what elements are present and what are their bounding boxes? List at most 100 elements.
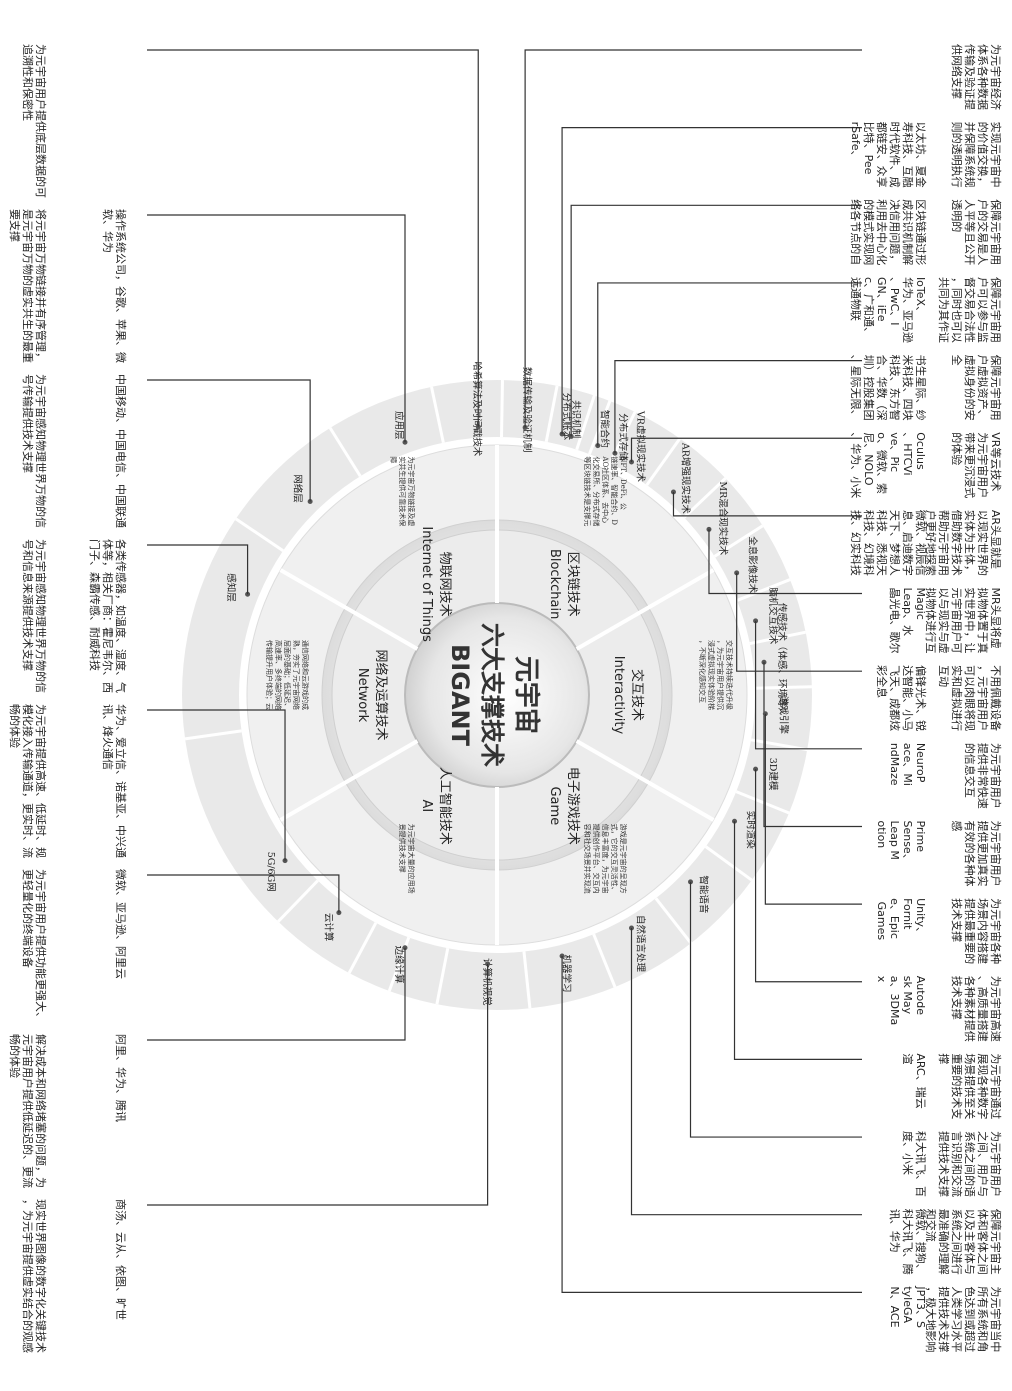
- category-interactivity-desc-line: 交互技术持续迭代升级: [725, 640, 734, 710]
- item-desc: 为元宇宙各种场景内容搭建提供最重要的技术支撑: [950, 898, 1003, 964]
- leader-line: [147, 874, 340, 913]
- center-title: 元宇宙 六大支撑技术 BIGANT: [446, 623, 542, 767]
- item-companies-line: 操作系统公司，谷歌、苹果、微: [114, 209, 128, 363]
- item-companies-line: 合、华数（深: [875, 355, 889, 421]
- item-desc-line: 共同为其作证: [937, 277, 950, 343]
- item-desc-line: 和交流: [924, 1209, 938, 1242]
- category-blockchain-desc-line: 等区块链技术是支撑元: [583, 456, 592, 526]
- item-companies-line: a、3DMa: [888, 976, 901, 1025]
- item-desc-line: 实和虚拟进行: [950, 665, 964, 731]
- item-desc-line: 人类学习水平: [950, 1286, 964, 1352]
- item-companies-line: x: [875, 976, 888, 983]
- category-game-desc-line: 游戏是元宇宙的呈现方: [619, 824, 628, 894]
- category-blockchain-cn: 区块链技术: [565, 552, 580, 617]
- item-desc-line: 技术支撑: [950, 898, 964, 942]
- category-divider: [279, 739, 419, 822]
- ring-label: 脑机交互技术: [767, 587, 779, 645]
- leader-line: [630, 437, 862, 463]
- item-companies-line: 息、启迪数字: [901, 510, 915, 576]
- item-desc-line: 户更好地探索: [924, 510, 938, 576]
- item-desc-line: 、高质量搭建: [976, 976, 990, 1042]
- item-companies-line: N、ACE: [888, 1286, 901, 1327]
- item-companies-line: 华为、亚马逊: [901, 277, 915, 343]
- item-desc-line: 互动: [937, 665, 950, 687]
- item-desc-line: 人平等且公开: [963, 199, 977, 265]
- ring-label: 分布式存储: [617, 413, 629, 461]
- sector-divider: [500, 380, 504, 438]
- item-desc-line: MR头显将虚: [989, 588, 1002, 649]
- category-game-desc: 游戏是元宇宙的呈现方式，它的交互灵活性、信息丰富度，为元宇宙提供创作平台、交互内…: [583, 824, 628, 894]
- center-title-line1: 元宇宙: [511, 656, 542, 734]
- item-desc-line: 提供技术支撑: [937, 1286, 951, 1352]
- item-companies-line: 门子、森霸传感、耐威科技: [88, 539, 102, 671]
- item-companies-line: 圳）控股集团: [862, 355, 876, 421]
- item-desc-line: 号传输提供技术支撑: [21, 374, 35, 473]
- item-companies-line: 阿里、华为、腾讯: [114, 1034, 128, 1122]
- item-desc-line: 以与现实与虚: [937, 588, 951, 654]
- item-companies-line: 微软、亚马逊、阿里云: [114, 869, 128, 979]
- item-desc: 为元宇宙用户提供非常快速的信息交互: [963, 743, 1003, 809]
- item-desc: 为元宇宙感知物理世界万物的信号和信息来源提供技术支撑: [21, 539, 48, 693]
- item-companies-line: tyleGA: [901, 1286, 914, 1323]
- item-companies-line: 、PwC、I: [888, 277, 901, 326]
- item-desc-line: 畅的体验: [8, 1034, 22, 1078]
- item-desc-line: 追溯性和保密性: [21, 44, 35, 121]
- item-companies-line: 天下、梦想人: [888, 510, 902, 576]
- item-desc-line: 拟物体进行互: [924, 588, 938, 654]
- category-interactivity-desc-line: ，不断深化感知交互: [698, 640, 707, 703]
- item-companies: 各类传感器，如温度、湿度、气体等，相关厂商：霍尼韦尔、西门子、森霸传感、耐威科技: [88, 539, 128, 693]
- item-companies-line: 各类传感器，如温度、湿度、气: [114, 539, 128, 693]
- item-companies-line: 尼、NOLO: [862, 432, 875, 486]
- item-companies-line: otion: [875, 820, 888, 848]
- sector-divider: [683, 477, 727, 519]
- category-ai-cn: 人工智能技术: [437, 767, 452, 845]
- item-desc-line: ，同时也可以: [950, 277, 963, 343]
- ring-label: 计算机视觉: [481, 958, 493, 1006]
- item-companies-line: ndMaze: [888, 743, 901, 786]
- sector-divider: [184, 729, 242, 741]
- item-desc: 为元宇宙提供高速、低延时、规模化接入传输通道，更实时、流畅的体验: [8, 704, 48, 858]
- item-desc-line: 可以肉眼将现: [963, 665, 976, 731]
- sector-divider: [736, 578, 791, 602]
- item-desc: 不用佩戴设备，元宇宙用户可以肉眼将现实和虚拟进行互动: [937, 665, 1003, 731]
- item-companies: 偏锋光术、锐达智能、小马飞天、成都炫彩全息: [875, 665, 928, 731]
- item-companies-line: 米科技、四块: [901, 355, 915, 421]
- category-dividers: [279, 445, 715, 945]
- item-companies-line: Oculus: [914, 432, 927, 470]
- item-companies-line: Prime: [914, 820, 927, 855]
- item-desc-line: 为元宇宙感知物理世界万物的信: [34, 374, 48, 528]
- item-desc-line: 虚拟身份的安: [963, 355, 977, 421]
- category-interactivity-en: Interactivity: [611, 656, 626, 735]
- ring-label: 数据传输及验证机制: [521, 367, 533, 453]
- item-desc-line: 实现元宇宙中: [989, 122, 1003, 188]
- item-desc-line: 展现各种数字: [976, 1053, 990, 1119]
- item-desc: 为元宇宙高速、高质量搭建各种素材提供技术支撑: [950, 976, 1003, 1042]
- item-companies-line: ve、Pic: [888, 432, 901, 472]
- item-desc: 将元宇宙万物链接并有序管理，是元宇宙万物的虚实共生的最重要支撑: [8, 209, 48, 363]
- item-companies-line: Leap、水: [901, 588, 914, 636]
- item-companies-line: GN、iEe: [875, 277, 888, 322]
- item-companies: IoTeX、华为、亚马逊、PwC、IGN、iEec、广和通、远通物联: [849, 277, 927, 343]
- item-desc-line: ，元宇宙用户: [976, 665, 990, 731]
- item-desc-line: 为元宇宙高速: [989, 976, 1003, 1042]
- category-network-desc-line: 高速率、多终端的网络: [274, 640, 283, 710]
- leader-line: [561, 127, 862, 434]
- item-companies: 操作系统公司，谷歌、苹果、微软、华为: [101, 209, 128, 363]
- item-desc-line: 以现实世界的: [976, 510, 990, 576]
- category-network-desc-line: 层面的基础；低延迟、: [283, 640, 292, 710]
- category-network-cn: 网络及运算技术: [373, 649, 389, 740]
- ring-label: 智能合约: [599, 410, 611, 448]
- item-desc-line: 实世界中，让: [963, 588, 977, 654]
- category-iot-desc-line: 实共生提供可靠技术保: [398, 456, 407, 526]
- category-iot-cn: 物联网技术: [437, 552, 452, 617]
- item-companies-line: Unity、: [914, 898, 927, 938]
- item-desc-line: 为元宇宙通过: [989, 1053, 1003, 1119]
- sector-divider: [277, 879, 319, 923]
- item-companies-line: 远通物联: [849, 277, 863, 321]
- item-desc-line: 为元宇宙用户: [976, 432, 990, 498]
- item-companies-line: 科技、悉视天: [875, 510, 889, 576]
- item-companies-line: e、Epic: [888, 898, 901, 939]
- category-iot-desc: 为元宇宙万物链接及虚实共生提供可靠技术保障: [389, 456, 416, 526]
- ring-label: VR虚拟现实技术: [635, 410, 647, 483]
- ring-label: 网络层: [292, 474, 304, 503]
